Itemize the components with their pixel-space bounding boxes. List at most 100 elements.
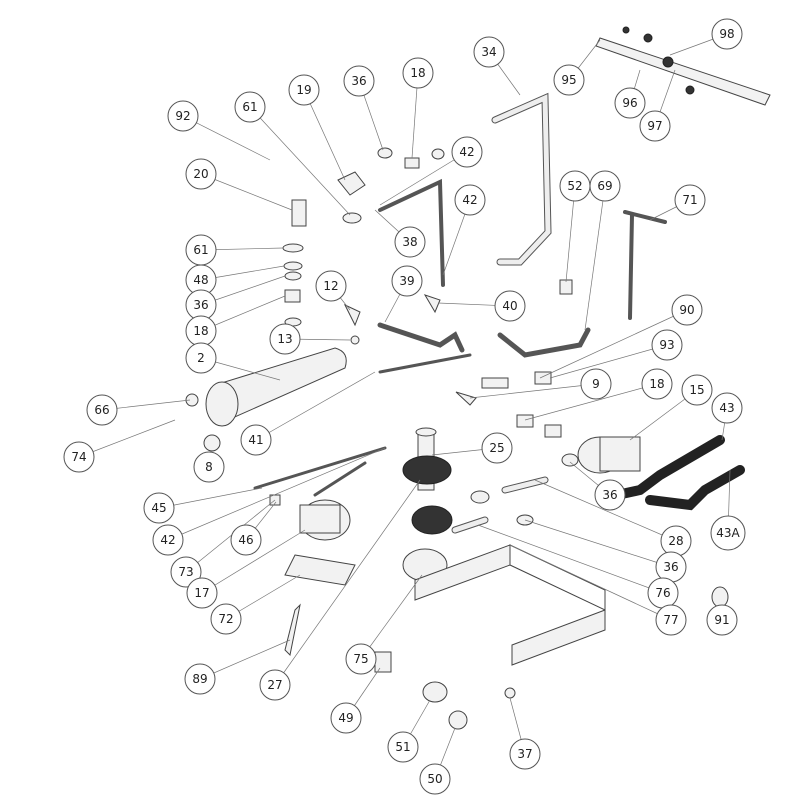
callout-label: 43 bbox=[719, 401, 734, 415]
callout-label: 75 bbox=[353, 652, 368, 666]
callout-label: 42 bbox=[160, 533, 175, 547]
callout-circle bbox=[63, 441, 95, 473]
callout-89: 89 bbox=[184, 663, 216, 695]
callout-label: 51 bbox=[395, 740, 410, 754]
callout-40: 40 bbox=[494, 290, 526, 322]
callout-18: 18 bbox=[185, 315, 217, 347]
callout-circle bbox=[143, 492, 175, 524]
callout-label: 49 bbox=[338, 711, 353, 725]
leader-line bbox=[539, 309, 688, 379]
callout-label: 40 bbox=[502, 299, 517, 313]
callout-label: 15 bbox=[689, 383, 704, 397]
callout-73: 73 bbox=[170, 556, 202, 588]
callout-label: 36 bbox=[663, 560, 678, 574]
leader-line bbox=[524, 383, 658, 421]
callout-label: 95 bbox=[561, 73, 576, 87]
leader-line bbox=[158, 487, 263, 509]
callout-label: 73 bbox=[178, 565, 193, 579]
callout-label: 92 bbox=[175, 109, 190, 123]
callout-label: 18 bbox=[193, 324, 208, 338]
callout-circle bbox=[594, 479, 626, 511]
callout-circle bbox=[185, 342, 217, 374]
drain-pump bbox=[299, 499, 351, 541]
leader-line bbox=[549, 344, 668, 379]
callout-label: 19 bbox=[296, 83, 311, 97]
leader-line bbox=[565, 185, 576, 283]
heater-tank bbox=[185, 347, 347, 452]
callout-label: 38 bbox=[402, 235, 417, 249]
callout-circle bbox=[391, 265, 423, 297]
callout-circle bbox=[288, 74, 320, 106]
callout-37: 37 bbox=[509, 738, 541, 770]
callout-label: 36 bbox=[193, 298, 208, 312]
callout-17: 17 bbox=[186, 577, 218, 609]
callout-circle bbox=[454, 184, 486, 216]
callout-49: 49 bbox=[330, 702, 362, 734]
callout-90: 90 bbox=[671, 294, 703, 326]
callout-circle bbox=[167, 100, 199, 132]
callout-label: 37 bbox=[517, 747, 532, 761]
callout-label: 41 bbox=[248, 433, 263, 447]
leader-line bbox=[185, 499, 276, 573]
leader-line bbox=[255, 371, 376, 441]
callout-circle bbox=[710, 515, 746, 551]
callout-circle bbox=[614, 87, 646, 119]
callout-39: 39 bbox=[391, 265, 423, 297]
callout-13: 13 bbox=[269, 323, 301, 355]
leader-line bbox=[477, 524, 664, 594]
callout-label: 20 bbox=[193, 167, 208, 181]
callout-circle bbox=[639, 110, 671, 142]
callout-34: 34 bbox=[473, 36, 505, 68]
callout-circle bbox=[330, 702, 362, 734]
callout-label: 2 bbox=[197, 351, 205, 365]
callout-circle bbox=[706, 604, 738, 636]
callout-96: 96 bbox=[614, 87, 646, 119]
callout-label: 48 bbox=[193, 273, 208, 287]
callout-43: 43 bbox=[711, 392, 743, 424]
callout-label: 71 bbox=[682, 193, 697, 207]
callout-label: 72 bbox=[218, 612, 233, 626]
callout-label: 69 bbox=[597, 179, 612, 193]
callout-circle bbox=[394, 226, 426, 258]
leader-line bbox=[167, 447, 386, 541]
callout-77: 77 bbox=[655, 604, 687, 636]
callout-69: 69 bbox=[589, 170, 621, 202]
leader-line bbox=[200, 173, 293, 211]
callout-41: 41 bbox=[240, 424, 272, 456]
callout-95: 95 bbox=[553, 64, 585, 96]
leader-line bbox=[182, 115, 271, 161]
callout-76: 76 bbox=[647, 577, 679, 609]
callout-66: 66 bbox=[86, 394, 118, 426]
leader-line bbox=[534, 479, 677, 542]
callout-97: 97 bbox=[639, 110, 671, 142]
callout-61: 61 bbox=[185, 234, 217, 266]
callout-circle bbox=[185, 158, 217, 190]
callout-circle bbox=[170, 556, 202, 588]
callout-label: 50 bbox=[427, 772, 442, 786]
callout-46: 46 bbox=[230, 524, 262, 556]
callout-label: 89 bbox=[192, 672, 207, 686]
callout-52: 52 bbox=[559, 170, 591, 202]
spray-arm bbox=[595, 26, 771, 106]
callout-42: 42 bbox=[451, 136, 483, 168]
callout-19: 19 bbox=[288, 74, 320, 106]
callout-circle bbox=[230, 524, 262, 556]
callout-label: 9 bbox=[592, 377, 600, 391]
leader-line bbox=[199, 639, 291, 680]
callout-42: 42 bbox=[152, 524, 184, 556]
leader-line bbox=[201, 529, 306, 594]
leader-line bbox=[524, 519, 672, 568]
callout-8: 8 bbox=[193, 451, 225, 483]
callout-circle bbox=[234, 91, 266, 123]
callout-circle bbox=[589, 170, 621, 202]
callout-label: 90 bbox=[679, 303, 694, 317]
callout-48: 48 bbox=[185, 264, 217, 296]
callout-circle bbox=[193, 451, 225, 483]
callout-18: 18 bbox=[402, 57, 434, 89]
callout-circle bbox=[259, 669, 291, 701]
callout-label: 42 bbox=[462, 193, 477, 207]
callout-92: 92 bbox=[167, 100, 199, 132]
callout-36: 36 bbox=[185, 289, 217, 321]
